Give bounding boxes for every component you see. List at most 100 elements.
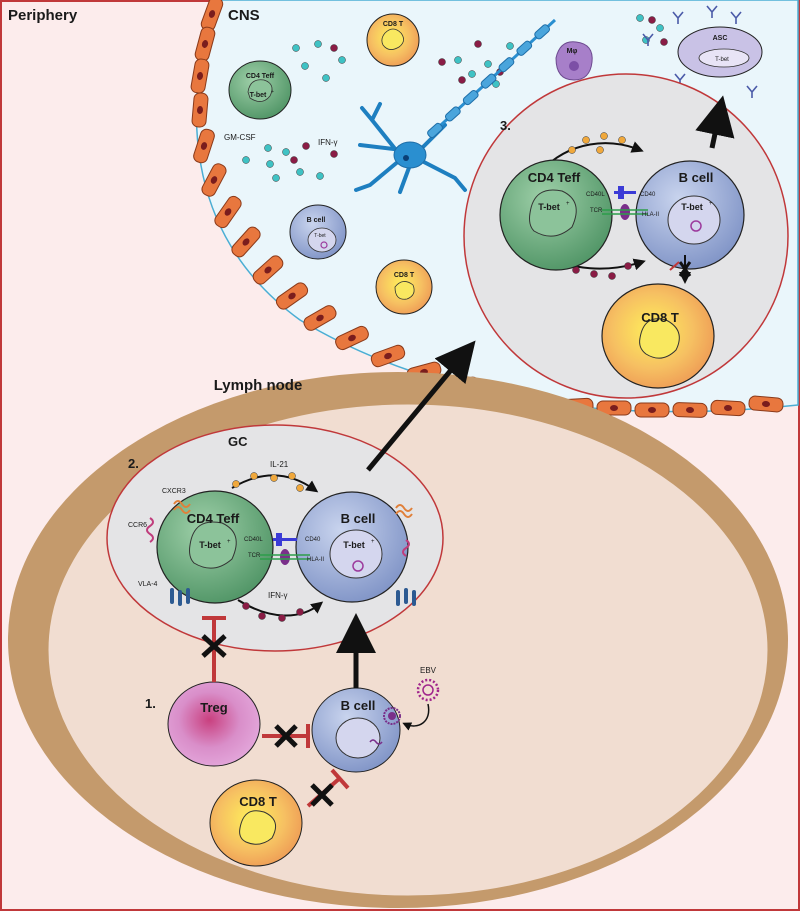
endothelial-cell (634, 402, 670, 418)
il21-label: IL-21 (270, 460, 289, 469)
cytokine-dot (330, 150, 338, 158)
cytokine-dot (458, 76, 466, 84)
antibody (730, 11, 742, 24)
b-cell-step1: B cell (311, 687, 401, 773)
cytokine-dot (314, 40, 322, 48)
cd8-3-label: CD8 T (641, 310, 679, 325)
cytokine-dot (296, 168, 304, 176)
ccr6-label: CCR6 (128, 522, 147, 529)
b3-tbet-sup: + (709, 201, 713, 207)
b2-tbet-sup: + (371, 539, 375, 545)
step-3-label: 3. (500, 118, 511, 133)
cytokine-dot (301, 62, 309, 70)
antibody-icon (642, 5, 758, 98)
cytokine-dot (290, 156, 298, 164)
cd4-teff-label: CD4 Teff (246, 73, 275, 80)
cytokine-dot (636, 14, 644, 22)
cytokine-dot (296, 608, 304, 616)
cytokine-dot (296, 484, 304, 492)
antibody (746, 85, 758, 98)
endothelial-cell (275, 282, 309, 310)
step-2-label: 2. (128, 456, 139, 471)
cytokine-dot (272, 174, 280, 182)
cns-b-cell: B cell T-bet (289, 204, 347, 260)
cytokine-dot (316, 172, 324, 180)
cytokine-dot (492, 80, 500, 88)
asc-tbet-label: T-bet (715, 57, 729, 63)
cytokine-dot (454, 56, 462, 64)
teff3-label: CD4 Teff (528, 170, 581, 185)
endothelial-cell (672, 402, 708, 418)
endothelial-cell (596, 400, 632, 416)
cd40-3: CD40 (640, 192, 656, 198)
endothelial-cell (710, 399, 746, 417)
endothelial-cell (370, 344, 406, 368)
cytokine-dot (288, 472, 296, 480)
ebv-virus-icon: EBV (402, 666, 440, 731)
endothelial-cell (231, 226, 261, 258)
endothelial-cell (190, 58, 210, 94)
cytokine-dot (302, 142, 310, 150)
cd40l-3: CD40L (586, 192, 605, 198)
macrophage-label: Mφ (567, 48, 578, 55)
cytokine-dot (258, 612, 266, 620)
myelin-segment (534, 24, 551, 40)
cytokine-dot (338, 56, 346, 64)
endothelial-cell (303, 305, 337, 331)
tbet-label: T-bet (250, 92, 267, 99)
myelin-segment (516, 40, 533, 56)
cytokine-dot (484, 60, 492, 68)
b2-label: B cell (341, 511, 376, 526)
ifng-label-cns: IFN-γ (318, 138, 338, 147)
cytokine-dot (242, 156, 250, 164)
endothelial-cell (201, 163, 227, 197)
endothelial-cell (191, 92, 209, 128)
cytokine-dot (568, 146, 576, 154)
vla4-label: VLA-4 (138, 581, 158, 588)
cytokine-dot (656, 24, 664, 32)
teff3-tbet: T-bet (538, 202, 560, 212)
tbet-sup: + (271, 89, 274, 95)
cytokine-dot (600, 132, 608, 140)
b3-tbet: T-bet (681, 202, 703, 212)
cns-cd4-teff-cell: CD4 Teff T-bet + (228, 60, 292, 120)
cns-label: CNS (228, 7, 260, 24)
cytokine-dot (596, 146, 604, 154)
hla2-2: HLA-II (307, 557, 324, 563)
cd40l-2: CD40L (244, 537, 263, 543)
gc-label: GC (228, 434, 248, 449)
teff2-label: CD4 Teff (187, 511, 240, 526)
cytokine-dot (660, 38, 668, 46)
cytokine-dot (250, 472, 258, 480)
endothelial-cell (335, 325, 369, 351)
ifng-label-gc: IFN-γ (268, 591, 288, 600)
cytokine-dot (282, 148, 290, 156)
endothelial-cell (748, 395, 784, 413)
treg-cell: Treg (167, 681, 261, 767)
gmcsf-label: GM-CSF (224, 133, 256, 142)
cytokine-dot (582, 136, 590, 144)
cns-asc-cell: ASC T-bet (677, 26, 763, 78)
asc-label: ASC (713, 35, 728, 42)
cytokine-dot (506, 42, 514, 50)
cd8-1-label: CD8 T (239, 794, 277, 809)
arrow-to-asc (695, 95, 735, 149)
hla2-3: HLA-II (642, 212, 659, 218)
myelin-segment (444, 106, 461, 122)
b-tbet-label: T-bet (314, 233, 326, 239)
ebv-label: EBV (420, 666, 437, 675)
lymph-node: Lymph node (8, 372, 788, 908)
cytokine-dot (264, 144, 272, 152)
cytokine-dot (266, 160, 274, 168)
cytokine-dot (474, 40, 482, 48)
step-3-panel: 3. CD4 Teff T-bet + B cell T-bet + CD40L… (463, 73, 789, 399)
periphery-label: Periphery (8, 7, 78, 24)
teff2-tbet-sup: + (227, 539, 231, 545)
cd8-t-cell-step1: CD8 T (209, 779, 303, 867)
antibody (706, 5, 718, 18)
endothelial-cell (193, 128, 215, 164)
b3-label: B cell (679, 170, 714, 185)
cd8-label: CD8 T (383, 21, 404, 28)
